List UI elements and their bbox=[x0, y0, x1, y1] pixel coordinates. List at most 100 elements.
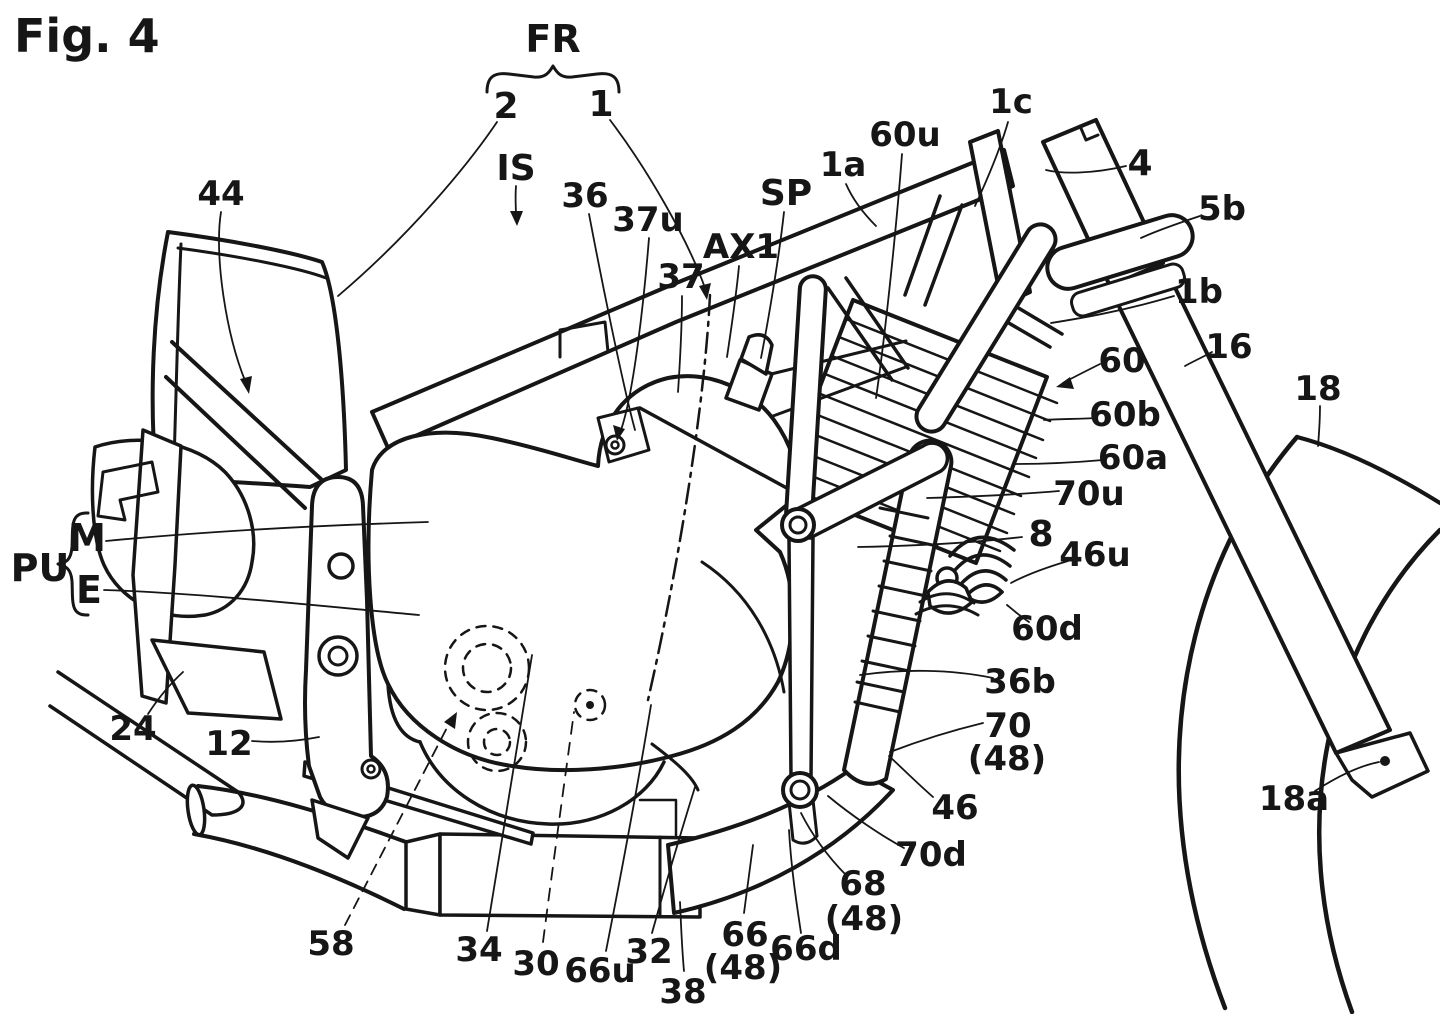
leader-12 bbox=[251, 736, 320, 743]
leader-1a bbox=[845, 183, 877, 227]
label-60d: 60d bbox=[1011, 609, 1083, 649]
leader-32 bbox=[651, 786, 696, 934]
link-below-pivot bbox=[787, 798, 819, 845]
leader-70d bbox=[827, 795, 905, 849]
cylinder-head-chord bbox=[638, 406, 796, 494]
handlebar bbox=[914, 222, 1058, 434]
engine-outline bbox=[366, 374, 801, 773]
engine-bottom-cover bbox=[418, 740, 666, 826]
label-12: 12 bbox=[205, 724, 252, 764]
label-58: 58 bbox=[307, 924, 354, 964]
windscreen-inner-top bbox=[176, 246, 328, 280]
label-1b: 1b bbox=[1175, 272, 1223, 312]
label-44: 44 bbox=[197, 174, 244, 214]
leader-5b bbox=[1140, 215, 1201, 239]
leader-37 bbox=[677, 295, 683, 393]
label-60u: 60u bbox=[869, 115, 941, 155]
label-60a: 60a bbox=[1098, 438, 1168, 478]
plate-foot bbox=[310, 798, 370, 860]
engine-rear-curve bbox=[700, 560, 786, 694]
label-60b: 60b bbox=[1089, 395, 1161, 435]
exhaust-pipe-top bbox=[196, 784, 408, 844]
label-68: 68 bbox=[839, 864, 886, 904]
leader-30 bbox=[542, 711, 575, 943]
label-30: 30 bbox=[512, 944, 559, 984]
shaft-center-dot bbox=[586, 701, 594, 709]
lower-pivot-inner bbox=[789, 779, 811, 801]
label-24: 24 bbox=[109, 709, 156, 749]
leader-68 bbox=[800, 812, 847, 876]
label-5b: 5b bbox=[1198, 189, 1246, 229]
label-66d: 66d bbox=[770, 929, 842, 969]
leader-46u bbox=[1010, 560, 1069, 584]
elbow-skirt-2 bbox=[914, 604, 980, 617]
leader-36b bbox=[859, 669, 994, 679]
leader-36 bbox=[588, 213, 636, 431]
axis-line-ax1 bbox=[646, 293, 712, 702]
label-37u: 37u bbox=[612, 200, 684, 240]
mount-bolt-outer bbox=[604, 434, 626, 456]
leader-sp bbox=[760, 211, 785, 359]
label-e: E bbox=[76, 568, 102, 612]
label-4: 4 bbox=[1127, 143, 1152, 184]
label-37: 37 bbox=[657, 257, 704, 297]
engine-corner bbox=[650, 742, 700, 792]
arrow-44 bbox=[240, 376, 252, 394]
leader-m bbox=[105, 521, 429, 542]
leader-66d bbox=[788, 829, 802, 934]
leader-2 bbox=[337, 121, 498, 297]
fairing-strip bbox=[131, 428, 183, 705]
leader-ax1 bbox=[726, 265, 740, 358]
rocker-arm bbox=[791, 441, 950, 539]
label-m: M bbox=[68, 516, 106, 560]
elbow-skirt-1 bbox=[918, 592, 976, 605]
dot-18a bbox=[1380, 756, 1390, 766]
leader-60b bbox=[1043, 417, 1098, 421]
label-fr: FR bbox=[525, 17, 580, 61]
lower-clamp bbox=[1070, 262, 1186, 318]
label-46: 46 bbox=[931, 788, 978, 828]
label-36b: 36b bbox=[984, 662, 1056, 702]
leader-24 bbox=[147, 671, 184, 715]
leader-37u bbox=[620, 237, 650, 431]
head-gusset-tube-2 bbox=[923, 203, 964, 307]
leader-58 bbox=[344, 717, 453, 926]
label-48c: (48) bbox=[704, 948, 782, 988]
leader-18 bbox=[1317, 405, 1321, 447]
rear-frame-tube-2 bbox=[844, 276, 910, 370]
leader-1b bbox=[1050, 295, 1175, 324]
fr-brace bbox=[485, 64, 621, 94]
leader-8 bbox=[857, 536, 1023, 548]
arrow-1 bbox=[699, 283, 711, 300]
fork-upper-notch bbox=[1078, 124, 1100, 142]
fender-top-edge bbox=[1295, 435, 1440, 505]
leader-38 bbox=[679, 901, 685, 972]
leader-70 bbox=[889, 722, 984, 753]
leader-1 bbox=[609, 119, 706, 289]
leader-44 bbox=[218, 211, 247, 384]
label-66u: 66u bbox=[564, 951, 636, 991]
arrow-37u bbox=[613, 425, 625, 441]
label-36: 36 bbox=[561, 176, 608, 216]
leader-18a bbox=[1314, 761, 1380, 792]
label-8: 8 bbox=[1028, 514, 1053, 555]
fairing-wedge bbox=[150, 638, 283, 721]
down-tube-1 bbox=[170, 340, 324, 482]
windscreen-outline bbox=[150, 230, 348, 489]
label-1a: 1a bbox=[820, 145, 867, 185]
label-34: 34 bbox=[455, 930, 502, 970]
label-70: 70 bbox=[984, 706, 1031, 746]
muffler-body bbox=[438, 832, 702, 919]
plate-hole-upper bbox=[327, 552, 355, 580]
carb-block bbox=[558, 320, 610, 359]
arrow-is bbox=[510, 211, 523, 226]
plate-hole-lower-inner bbox=[327, 645, 349, 667]
label-70d: 70d bbox=[895, 835, 967, 875]
windscreen-inner-edge bbox=[172, 242, 183, 464]
label-32: 32 bbox=[625, 932, 672, 972]
arrow-60 bbox=[1056, 377, 1074, 389]
leader-60a bbox=[1012, 459, 1104, 465]
leader-16 bbox=[1184, 351, 1213, 367]
